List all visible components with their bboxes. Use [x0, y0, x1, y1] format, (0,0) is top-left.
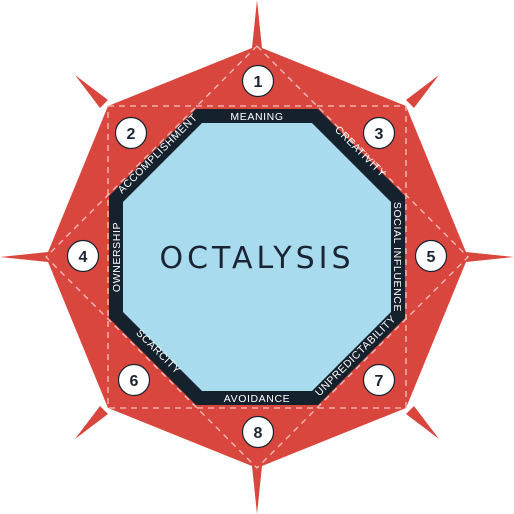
badge-5: 5: [414, 239, 448, 273]
spike-bottom-left: [75, 406, 108, 439]
center-title: OCTALYSIS: [159, 241, 354, 276]
badge-3: 3: [362, 116, 396, 150]
spike-right: [466, 252, 514, 262]
badge-number-2: 2: [127, 126, 136, 143]
badge-4: 4: [66, 239, 100, 273]
drive-label-1: MEANING: [230, 111, 283, 123]
spike-top-left: [75, 75, 108, 108]
drive-label-5: SOCIAL INFLUENCE: [391, 202, 403, 312]
drive-label-8: AVOIDANCE: [224, 393, 290, 405]
dashed-square: [107, 105, 407, 409]
drive-label-4: OWNERSHIP: [111, 222, 123, 292]
spike-top: [252, 0, 262, 48]
badge-number-6: 6: [130, 373, 139, 390]
badge-1: 1: [241, 64, 275, 98]
badge-number-1: 1: [254, 74, 263, 91]
dashed-guides: [45, 45, 469, 469]
spike-top-right: [406, 75, 439, 108]
badge-number-5: 5: [427, 249, 436, 266]
inner-octagon: [123, 123, 391, 391]
badge-number-8: 8: [254, 425, 263, 442]
spike-bottom: [252, 466, 262, 514]
number-badges: 1 2 3 4 5 6 7 8: [66, 64, 448, 449]
badge-6: 6: [117, 363, 151, 397]
badge-number-4: 4: [79, 249, 88, 266]
badge-2: 2: [114, 116, 148, 150]
spike-bottom-right: [406, 406, 439, 439]
dashed-diamond: [45, 45, 469, 469]
badge-number-7: 7: [375, 373, 384, 390]
badge-8: 8: [241, 415, 275, 449]
badge-7: 7: [362, 363, 396, 397]
spike-left: [0, 252, 48, 262]
badge-number-3: 3: [375, 126, 384, 143]
